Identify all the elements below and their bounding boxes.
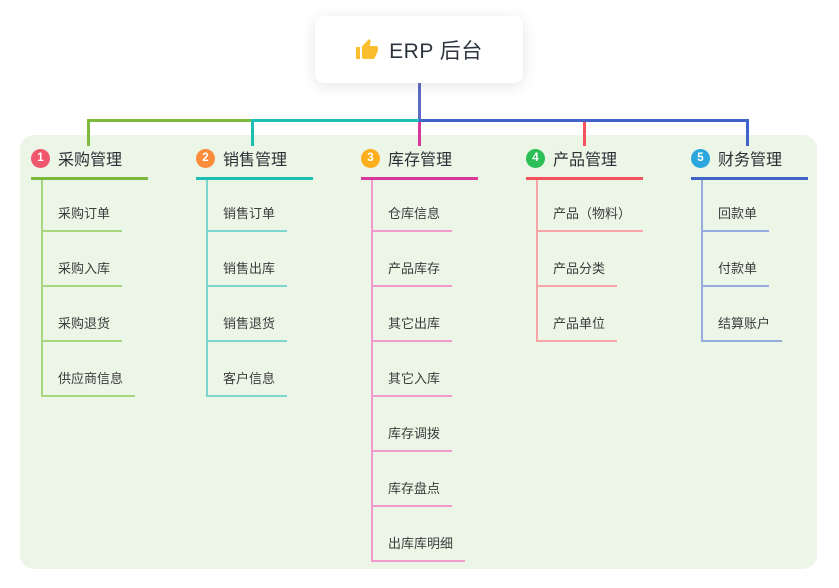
branch-header-finance[interactable]: 5 财务管理 (691, 146, 808, 180)
node-item[interactable]: 供应商信息 (43, 342, 136, 397)
node-item[interactable]: 产品分类 (538, 232, 618, 287)
branch-header-product[interactable]: 4 产品管理 (526, 146, 643, 180)
branch-product: 4 产品管理 产品（物料） 产品分类 产品单位 (526, 146, 644, 342)
badge-2: 2 (196, 148, 215, 168)
node-item[interactable]: 仓库信息 (373, 180, 453, 232)
node-item[interactable]: 库存调拨 (373, 397, 453, 452)
branch-children: 回款单 付款单 结算账户 (701, 180, 808, 342)
node-item[interactable]: 出库库明细 (373, 507, 466, 562)
branch-header-inventory[interactable]: 3 库存管理 (361, 146, 478, 180)
branch-sales: 2 销售管理 销售订单 销售出库 销售退货 客户信息 (196, 146, 313, 397)
branch-children: 采购订单 采购入库 采购退货 供应商信息 (41, 180, 148, 397)
branch-children: 仓库信息 产品库存 其它出库 其它入库 库存调拨 库存盘点 出库库明细 (371, 180, 478, 562)
node-item[interactable]: 客户信息 (208, 342, 288, 397)
thumbs-up-icon (356, 38, 379, 59)
branches-panel (20, 135, 817, 569)
branch-label: 销售管理 (223, 152, 288, 169)
root-node-erp[interactable]: ERP 后台 (315, 16, 523, 83)
branch-label: 财务管理 (718, 152, 783, 169)
badge-3: 3 (361, 148, 380, 168)
node-item[interactable]: 产品单位 (538, 287, 618, 342)
branch-finance: 5 财务管理 回款单 付款单 结算账户 (691, 146, 808, 342)
node-item[interactable]: 销售退货 (208, 287, 288, 342)
branch-header-purchase[interactable]: 1 采购管理 (31, 146, 148, 180)
node-item[interactable]: 采购订单 (43, 180, 123, 232)
branch-header-sales[interactable]: 2 销售管理 (196, 146, 313, 180)
branch-label: 采购管理 (58, 152, 123, 169)
badge-5: 5 (691, 148, 710, 168)
node-item[interactable]: 产品（物料） (538, 180, 644, 232)
node-item[interactable]: 销售订单 (208, 180, 288, 232)
node-item[interactable]: 产品库存 (373, 232, 453, 287)
node-item[interactable]: 付款单 (703, 232, 770, 287)
branch-children: 销售订单 销售出库 销售退货 客户信息 (206, 180, 313, 397)
branch-purchase: 1 采购管理 采购订单 采购入库 采购退货 供应商信息 (31, 146, 148, 397)
badge-4: 4 (526, 148, 545, 168)
badge-1: 1 (31, 148, 50, 168)
node-item[interactable]: 采购入库 (43, 232, 123, 287)
branch-label: 库存管理 (388, 152, 453, 169)
node-item[interactable]: 库存盘点 (373, 452, 453, 507)
node-item[interactable]: 其它入库 (373, 342, 453, 397)
node-item[interactable]: 其它出库 (373, 287, 453, 342)
root-title: ERP 后台 (389, 39, 483, 63)
node-item[interactable]: 回款单 (703, 180, 770, 232)
branch-label: 产品管理 (553, 152, 618, 169)
branch-children: 产品（物料） 产品分类 产品单位 (536, 180, 644, 342)
node-item[interactable]: 采购退货 (43, 287, 123, 342)
node-item[interactable]: 结算账户 (703, 287, 783, 342)
node-item[interactable]: 销售出库 (208, 232, 288, 287)
branch-inventory: 3 库存管理 仓库信息 产品库存 其它出库 其它入库 库存调拨 库存盘点 出库库… (361, 146, 478, 562)
